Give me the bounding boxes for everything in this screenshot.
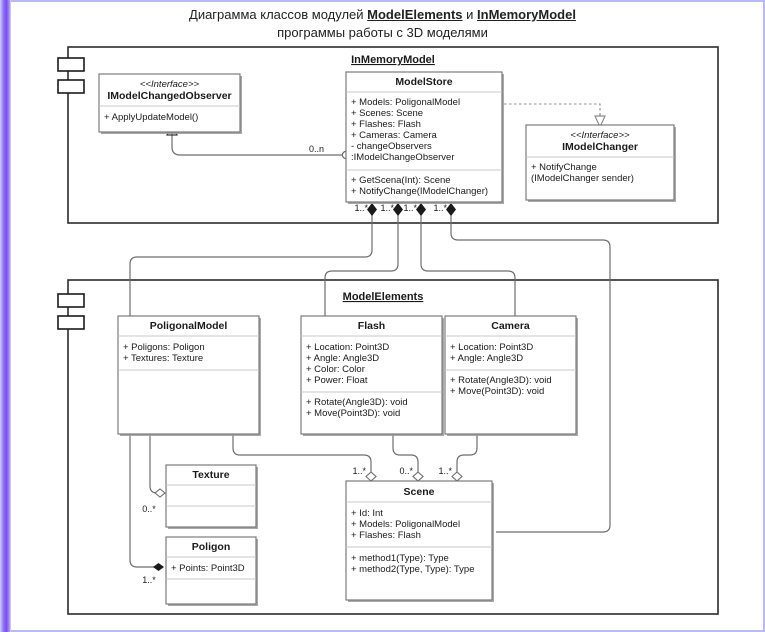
comp-poligonalmodel-poligon: 1..* <box>129 435 164 585</box>
method-move: + Move(Point3D): void <box>306 408 400 419</box>
method-notifychange: + NotifyChange(IModelChanger) <box>351 186 488 197</box>
title-module-1: ModelElements <box>367 7 463 22</box>
attr-flashes: + Flashes: Flash <box>351 530 421 541</box>
attr-cameras: + Cameras: Camera <box>351 130 438 141</box>
stereotype-interface: <<Interface>> <box>570 130 630 141</box>
method-method1: + method1(Type): Type <box>351 553 449 564</box>
agg-scene-flashes: 0..* <box>392 435 424 482</box>
mult-scene-flashes: 0..* <box>399 466 413 476</box>
dep-modelstore-imodelchanger <box>504 103 606 129</box>
attr-scenes: + Scenes: Scene <box>351 108 423 119</box>
mult-store-cameras: 1..* <box>403 203 417 213</box>
package-label-modelelements: ModelElements <box>343 291 424 303</box>
class-name-camera: Camera <box>491 320 530 332</box>
attr-textures: + Textures: Texture <box>123 353 203 364</box>
attr-color: + Color: Color <box>306 364 365 375</box>
method-notifychange: + NotifyChange <box>531 162 597 173</box>
class-name-flash: Flash <box>358 320 385 332</box>
title-line-1: Диаграмма классов модулей ModelElements … <box>0 6 765 24</box>
method-method2: + method2(Type, Type): Type <box>351 564 475 575</box>
method-rotate: + Rotate(Angle3D): void <box>450 375 552 386</box>
class-name-poligon: Poligon <box>192 541 231 553</box>
attr-points: + Points: Point3D <box>171 563 245 574</box>
component-tab-icon <box>57 57 85 94</box>
class-name-modelstore: ModelStore <box>395 76 452 88</box>
attr-power: + Power: Float <box>306 375 368 386</box>
comp-modelstore-poligonalmodel: 1..* <box>129 203 377 320</box>
package-inmemorymodel: InMemoryModel <box>57 46 719 224</box>
attr-location: + Location: Point3D <box>450 342 533 353</box>
comp-modelstore-camera: 1..* <box>403 203 516 320</box>
method-move: + Move(Point3D): void <box>450 386 544 397</box>
class-name-imodelchangedobserver: IModelChangedObserver <box>107 90 231 102</box>
class-flash[interactable]: Flash + Location: Point3D + Angle: Angle… <box>300 315 444 436</box>
agg-scene-cameras: 1..* <box>438 435 478 482</box>
class-name-scene: Scene <box>404 486 435 498</box>
diagram-title: Диаграмма классов модулей ModelElements … <box>0 6 765 42</box>
method-getscena: + GetScena(Int): Scene <box>351 175 451 186</box>
class-poligon[interactable]: Poligon + Points: Point3D <box>165 536 258 606</box>
mult-scene-models: 1..* <box>352 466 366 476</box>
stereotype-interface: <<Interface>> <box>140 79 200 90</box>
class-imodelchangedobserver[interactable]: <<Interface>> IModelChangedObserver + Ap… <box>98 73 242 134</box>
attr-id: + Id: Int <box>351 508 383 519</box>
class-imodelchanger[interactable]: <<Interface>> IModelChanger + NotifyChan… <box>525 124 676 202</box>
attr-poligons: + Poligons: Poligon <box>123 342 205 353</box>
class-name-texture: Texture <box>192 469 229 481</box>
class-name-imodelchanger: IModelChanger <box>562 141 638 153</box>
title-line-2: программы работы с 3D моделями <box>277 25 488 40</box>
mult-store-scenes: 1..* <box>433 203 447 213</box>
package-modelelements: ModelElements <box>57 279 719 615</box>
attr-models: + Models: PoligonalModel <box>351 519 460 530</box>
component-tab-icon <box>57 293 85 330</box>
title-prefix: Диаграмма классов модулей <box>189 7 368 22</box>
agg-scene-models: 1..* <box>232 435 377 482</box>
mult-store-models: 1..* <box>354 203 368 213</box>
class-texture[interactable]: Texture <box>165 464 258 529</box>
attr-flashes: + Flashes: Flash <box>351 119 421 130</box>
class-modelstore[interactable]: ModelStore + Models: PoligonalModel + Sc… <box>345 71 504 204</box>
attr-angle: + Angle: Angle3D <box>306 353 379 364</box>
comp-modelstore-scene: 1..* <box>433 203 611 533</box>
agg-poligonalmodel-texture: 0..* <box>142 435 166 514</box>
mult-texture: 0..* <box>142 504 156 514</box>
attr-models: + Models: PoligonalModel <box>351 97 460 108</box>
attr-angle: + Angle: Angle3D <box>450 353 523 364</box>
method-rotate: + Rotate(Angle3D): void <box>306 397 408 408</box>
left-accent-bar <box>0 0 11 632</box>
method-notifychange-param: (IModelChanger sender) <box>531 173 634 184</box>
attr-changeobservers-type: :IModelChangeObserver <box>351 152 455 163</box>
class-poligonalmodel[interactable]: PoligonalModel + Poligons: Poligon + Tex… <box>117 315 261 436</box>
mult-store-flashes: 1..* <box>380 203 394 213</box>
attr-changeobservers: - changeObservers <box>351 141 432 152</box>
mult-scene-cameras: 1..* <box>438 466 452 476</box>
class-camera[interactable]: Camera + Location: Point3D + Angle: Angl… <box>444 315 578 436</box>
method-applyupdatemodel: + ApplyUpdateModel() <box>104 112 198 123</box>
class-scene[interactable]: Scene + Id: Int + Models: PoligonalModel… <box>345 480 494 602</box>
title-conjunction: и <box>462 7 478 22</box>
mult-observer: 0..n <box>309 144 324 154</box>
title-module-2: InMemoryModel <box>477 7 576 22</box>
comp-modelstore-flash: 1..* <box>324 203 403 320</box>
attr-location: + Location: Point3D <box>306 342 389 353</box>
mult-poligon: 1..* <box>142 575 156 585</box>
class-name-poligonalmodel: PoligonalModel <box>150 320 228 332</box>
package-label-inmemorymodel: InMemoryModel <box>351 54 435 66</box>
